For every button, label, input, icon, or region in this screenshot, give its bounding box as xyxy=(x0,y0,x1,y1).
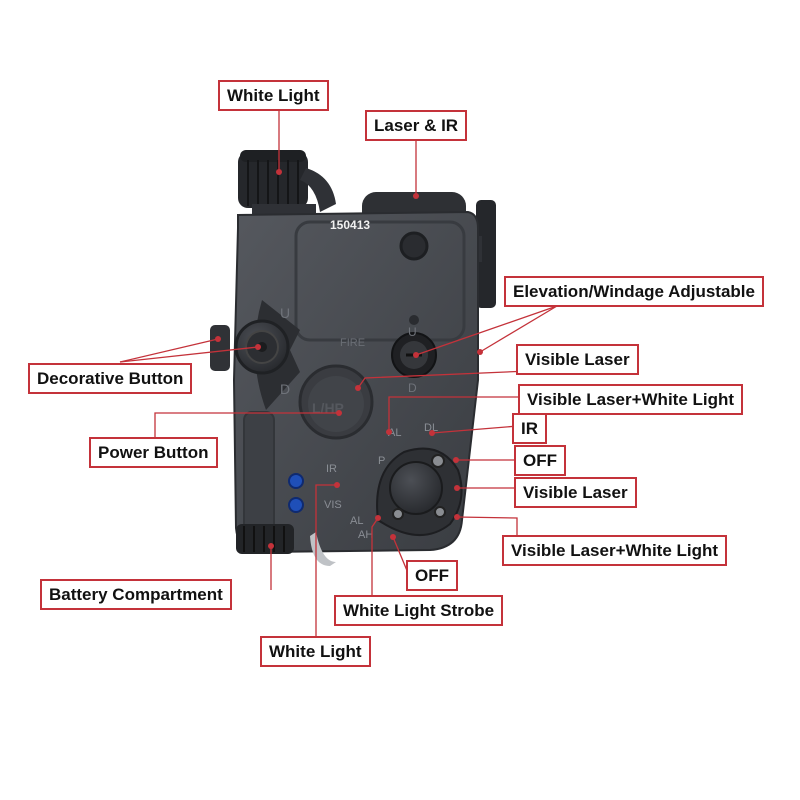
white-light-head xyxy=(238,150,336,220)
callout-visible-laser-white-light-2: Visible Laser+White Light xyxy=(502,535,728,566)
marking-p: P xyxy=(378,455,385,467)
marking-ir: IR xyxy=(326,463,337,475)
marking-dl: DL xyxy=(424,422,438,434)
marking-u-right: U xyxy=(408,325,417,339)
callout-elevation-windage: Elevation/Windage Adjustable xyxy=(504,276,764,307)
marking-fire: FIRE xyxy=(340,337,365,349)
marking-power: L/HP xyxy=(312,400,344,416)
device-illustration: 150413 U D FIRE U D L/HP xyxy=(210,150,496,566)
marking-vis: VIS xyxy=(324,499,342,511)
rail-mount xyxy=(476,200,496,308)
mode-selector-dial xyxy=(376,447,463,536)
callout-laser-ir: Laser & IR xyxy=(365,110,468,141)
marking-d-left: D xyxy=(280,381,290,397)
marking-al: AL xyxy=(388,427,401,439)
blue-screw-2 xyxy=(288,497,304,513)
top-adjust-knob xyxy=(399,231,429,261)
blue-screw-1 xyxy=(288,473,304,489)
marking-ah: AH xyxy=(358,529,373,541)
power-button xyxy=(298,364,374,440)
marking-u-left: U xyxy=(280,305,290,321)
marking-al-bottom: AL xyxy=(350,515,363,527)
marking-d-right: D xyxy=(408,381,417,395)
callout-white-light-strobe: White Light Strobe xyxy=(334,595,504,626)
callout-visible-laser-1: Visible Laser xyxy=(516,344,639,375)
callout-power-button: Power Button xyxy=(89,437,218,468)
serial-number: 150413 xyxy=(330,218,370,232)
callout-white-light-bottom: White Light xyxy=(260,636,371,667)
callout-battery-compartment: Battery Compartment xyxy=(40,579,232,610)
callout-visible-laser-2: Visible Laser xyxy=(514,477,637,508)
callout-off-1: OFF xyxy=(514,445,566,476)
callout-ir: IR xyxy=(512,413,547,444)
callout-visible-laser-white-light-1: Visible Laser+White Light xyxy=(518,384,744,415)
callout-off-2: OFF xyxy=(406,560,458,591)
callout-white-light-top: White Light xyxy=(218,80,329,111)
callout-decorative-button: Decorative Button xyxy=(28,363,193,394)
left-adjust-knob xyxy=(210,300,300,410)
leader-lines xyxy=(119,111,558,639)
anchor-dots xyxy=(215,169,483,549)
